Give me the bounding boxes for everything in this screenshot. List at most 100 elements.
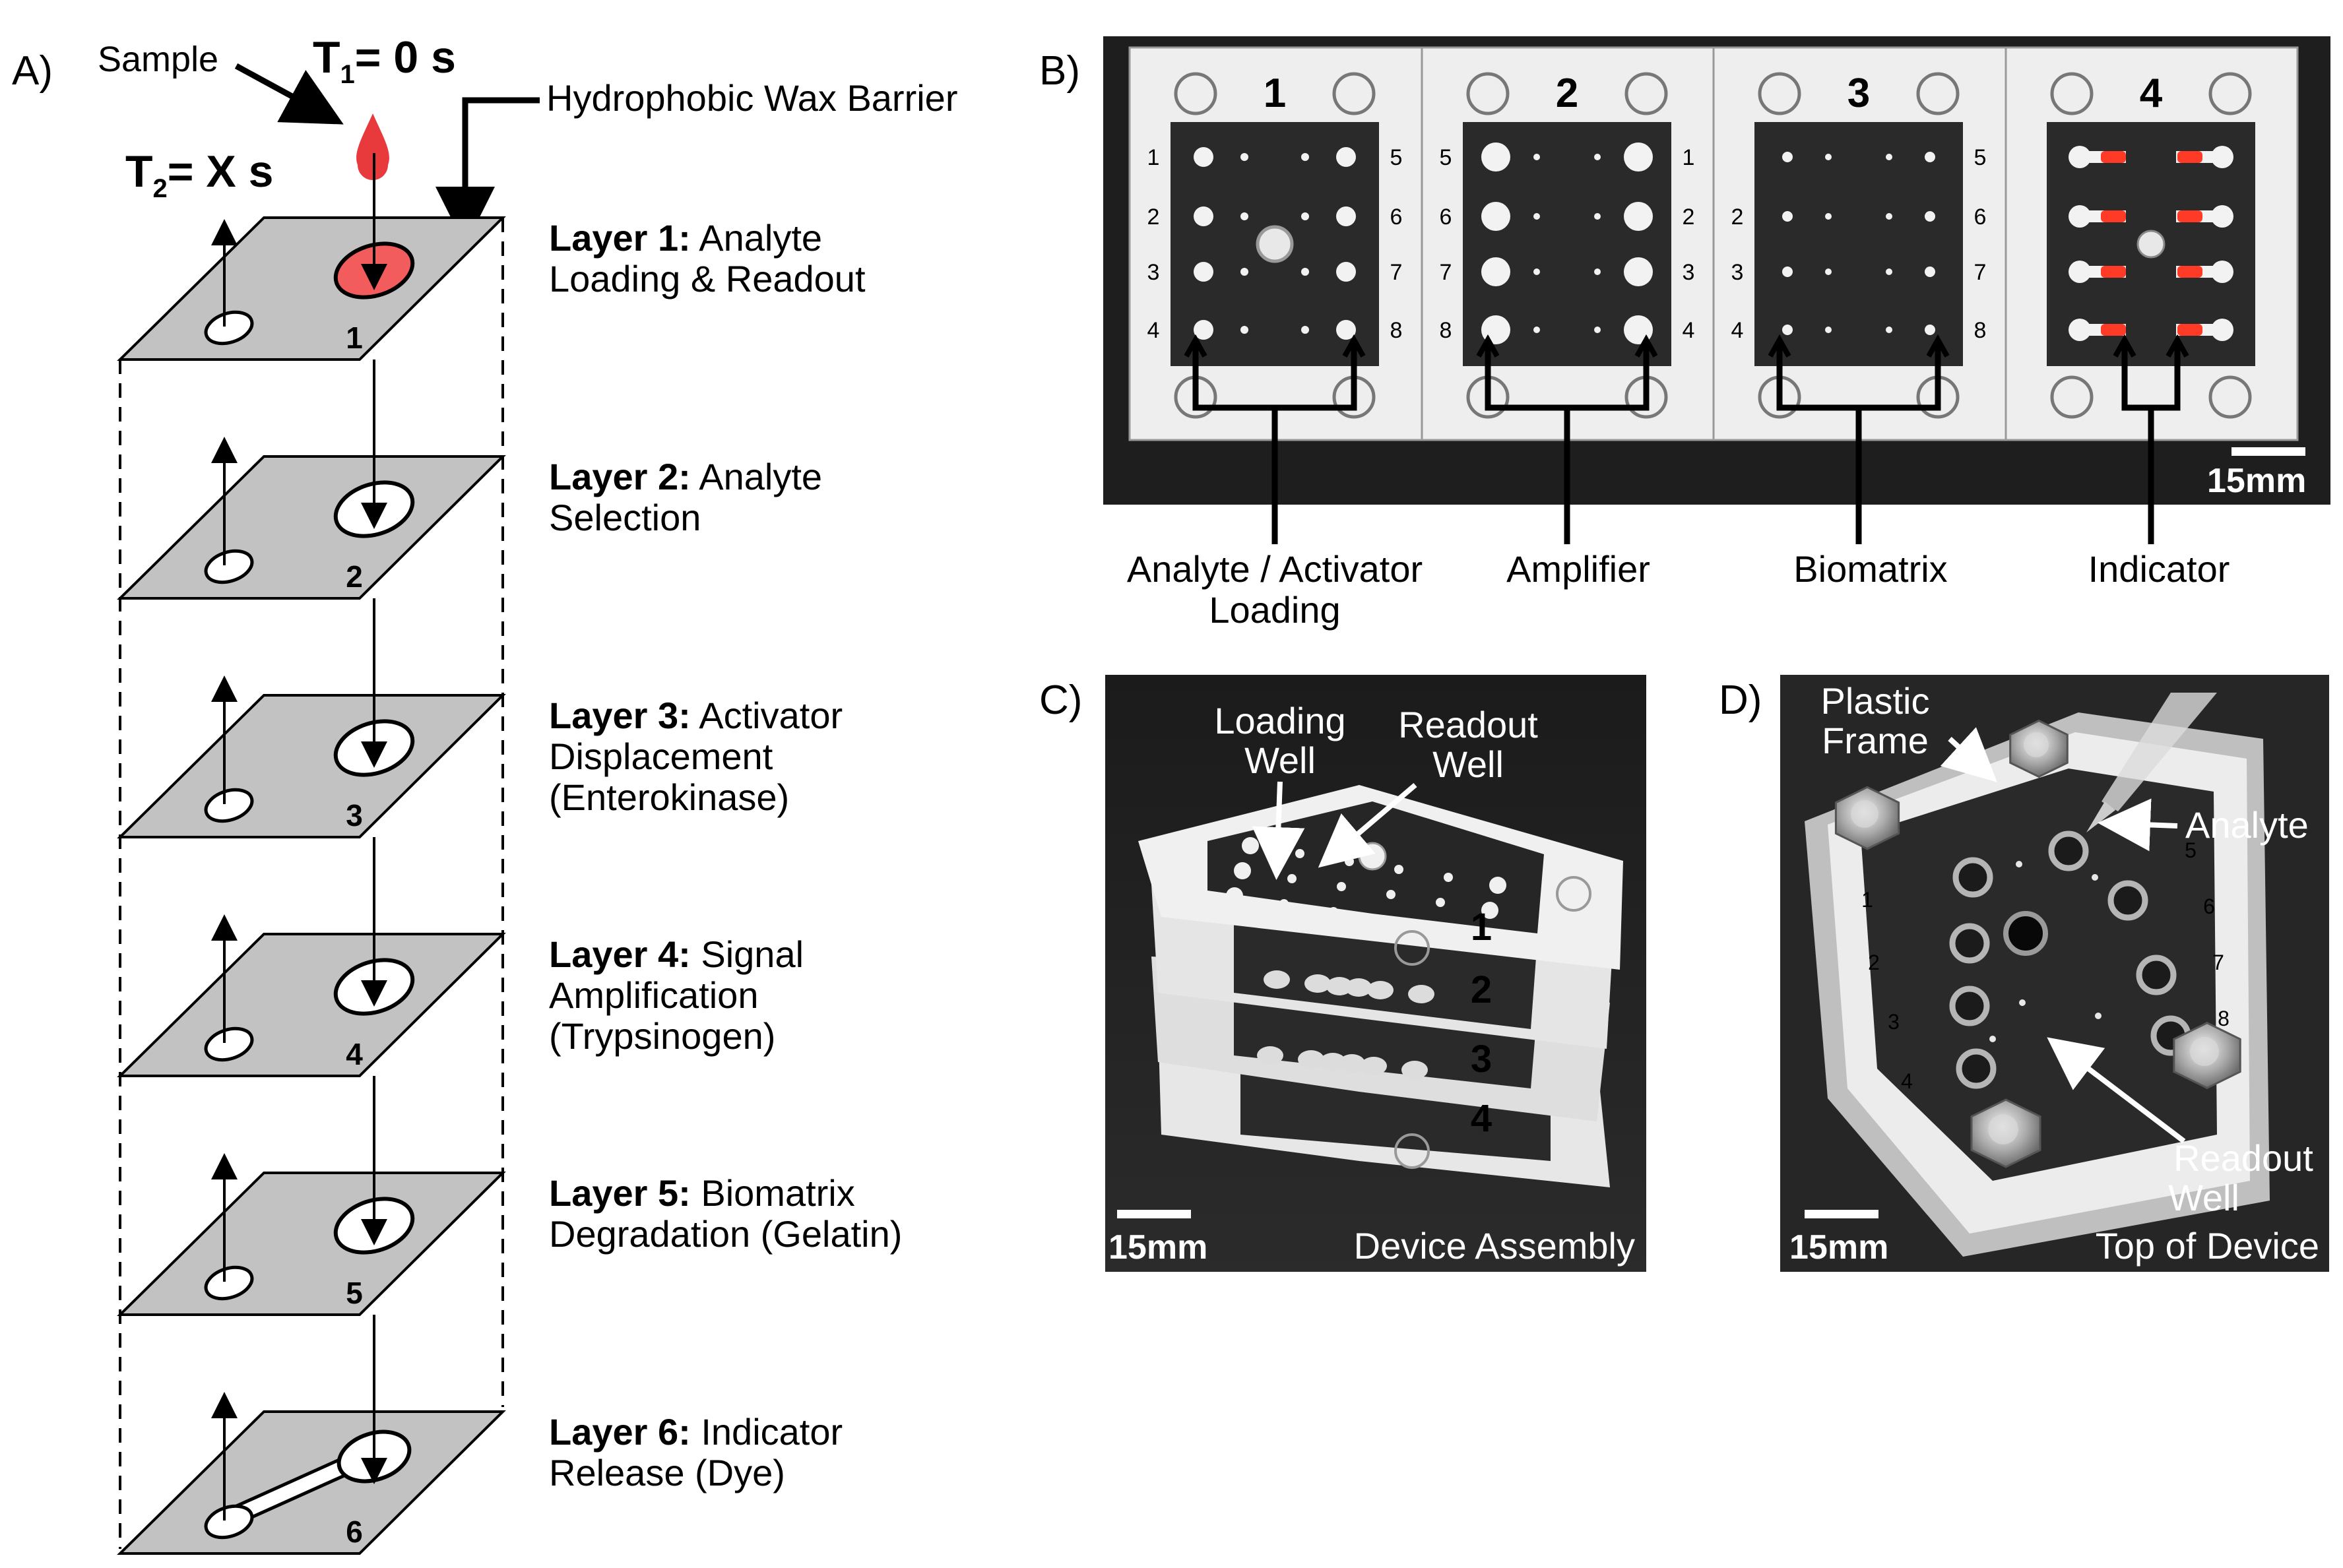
- alignment-circle: [1916, 72, 1960, 115]
- side-number-right: 1: [1683, 145, 1695, 170]
- section-role-label-line2: Loading: [1209, 589, 1340, 631]
- side-number-left: 7: [1440, 260, 1452, 285]
- loading-well-label-2: Well: [1244, 739, 1316, 781]
- scale-bar-d: [1805, 1210, 1878, 1218]
- bracket-arrowhead: [2166, 334, 2189, 358]
- wax-barrier-label: Hydrophobic Wax Barrier: [546, 77, 957, 119]
- red-dye-right: [2177, 210, 2202, 222]
- well-dot: [1279, 899, 1289, 908]
- well-dot: [1336, 147, 1356, 167]
- well-dot: [1825, 213, 1832, 220]
- well-dot: [1240, 326, 1248, 334]
- well-dot: [1240, 153, 1248, 161]
- red-dye-right: [2177, 324, 2202, 336]
- layer-sheet: [117, 694, 506, 838]
- plastic-frame-label-1: Plastic: [1821, 680, 1930, 722]
- well-dot: [1594, 268, 1601, 275]
- layer-description-line2: Displacement: [549, 736, 773, 777]
- side-number-right: 5: [1974, 145, 1987, 170]
- well-dot: [1489, 877, 1506, 894]
- layer-description: Layer 3: Activator: [549, 695, 843, 736]
- layer-number: 6: [346, 1515, 363, 1549]
- layer-description-line3: (Enterokinase): [549, 776, 789, 818]
- alignment-circle: [1758, 72, 1801, 115]
- well-dot: [1825, 327, 1832, 333]
- readout-well-c: [1358, 842, 1387, 871]
- well-dot: [1378, 915, 1388, 924]
- lower-layer-dot: [1339, 1054, 1365, 1073]
- layer-number: 3: [346, 798, 363, 832]
- section-role-label: Biomatrix: [1793, 548, 1947, 590]
- layer-description: Layer 6: Indicator: [549, 1411, 843, 1453]
- section-number: 2: [1556, 71, 1578, 116]
- loading-well-arrow: [1252, 781, 1305, 880]
- layer-description: Layer 4: Signal: [549, 933, 804, 975]
- bracket-arrowhead: [2113, 334, 2136, 358]
- well-dot: [1886, 213, 1892, 220]
- analyte-arrow: [2098, 798, 2178, 852]
- caption-c: Device Assembly: [1354, 1225, 1635, 1267]
- well-dot: [1825, 154, 1832, 160]
- section-role-label: Amplifier: [1506, 548, 1650, 590]
- lower-layer-dot: [1361, 1057, 1387, 1075]
- well-dot: [1886, 154, 1892, 160]
- alignment-circle: [1174, 72, 1217, 115]
- bolt-highlight: [2024, 732, 2049, 757]
- readout-dot: [1989, 1036, 1996, 1042]
- readout-dot: [2016, 861, 2022, 867]
- panel-c-letter: C): [1039, 677, 1082, 723]
- readout-well-label-1: Readout: [1398, 704, 1538, 745]
- side-number-right: 8: [1974, 318, 1987, 343]
- red-dye-right: [2177, 151, 2202, 163]
- layer-number: 2: [346, 559, 363, 594]
- well-dot: [1428, 923, 1437, 932]
- lower-layer-dot: [1326, 977, 1353, 995]
- bracket-arrowhead: [1634, 334, 1658, 358]
- readout-dot: [2092, 874, 2098, 881]
- well-dot: [1782, 211, 1793, 222]
- alignment-circle: [2208, 72, 2252, 115]
- well-number: 8: [2218, 1007, 2230, 1030]
- panel-a-layer-stack: A) Sample T1= 0 s T2= X s Hydrophobic Wa…: [12, 32, 957, 1555]
- red-dye-left: [2101, 324, 2126, 336]
- well-dot: [1481, 902, 1498, 919]
- bracket-arrowhead: [1342, 334, 1366, 358]
- scale-label-b: 15mm: [2207, 462, 2306, 500]
- well-dot: [1782, 325, 1793, 335]
- well-number: 1: [1861, 888, 1873, 912]
- well-number: 3: [1888, 1010, 1900, 1034]
- well-dot: [1336, 262, 1356, 282]
- bolt-highlight: [2189, 1036, 2220, 1067]
- screw-well: [2107, 880, 2148, 921]
- well-dot: [1194, 262, 1213, 282]
- lower-layer-dot: [1264, 970, 1290, 989]
- well-dot: [1287, 874, 1297, 883]
- scale-bar-c: [1117, 1210, 1191, 1218]
- well-dot: [1234, 862, 1251, 879]
- section-number: 3: [1847, 71, 1870, 116]
- side-number-left: 5: [1440, 145, 1452, 170]
- section-role-label: Analyte / Activator: [1127, 548, 1423, 590]
- side-number-right: 7: [1390, 260, 1403, 285]
- side-number-left: 6: [1440, 204, 1452, 230]
- lower-layer-dot: [1401, 1061, 1428, 1079]
- well-dot: [1481, 142, 1510, 172]
- side-number-left: 2: [1731, 204, 1744, 230]
- screw-well: [2048, 831, 2089, 871]
- well-dot: [1481, 257, 1510, 286]
- layer-sheet: [117, 216, 506, 361]
- bolt-highlight: [1988, 1114, 2018, 1145]
- side-number-left: 8: [1440, 318, 1452, 343]
- well-dot: [1301, 326, 1309, 334]
- pipette-icon: [2102, 693, 2217, 811]
- well-dot: [1336, 206, 1356, 226]
- well-dot: [1240, 268, 1248, 276]
- lower-layer-dot: [1320, 1053, 1346, 1071]
